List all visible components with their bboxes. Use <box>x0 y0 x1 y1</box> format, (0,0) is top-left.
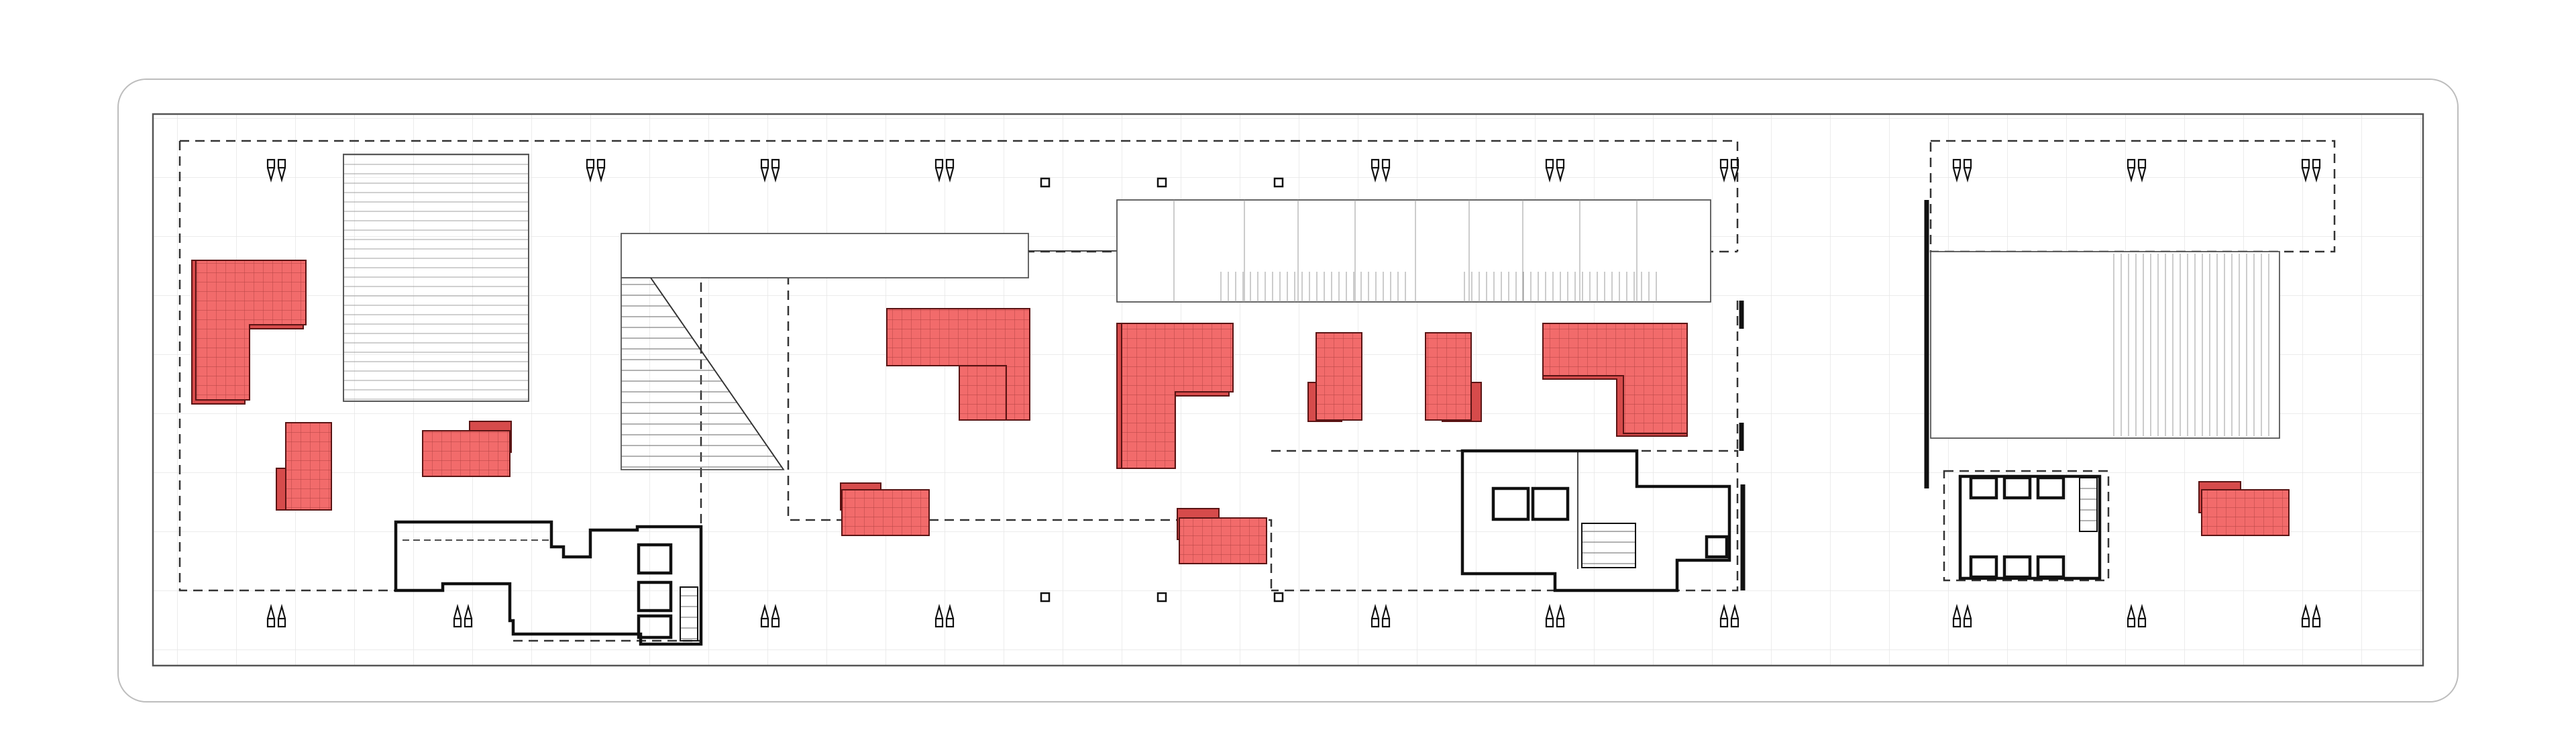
square-marker <box>1273 177 1284 188</box>
square-marker <box>1040 177 1051 188</box>
column-marker <box>1371 158 1391 183</box>
furniture-block <box>1116 323 1234 469</box>
wall-lines <box>1739 200 1929 590</box>
furniture-block <box>1307 332 1362 422</box>
furniture-block <box>422 421 512 477</box>
column-marker <box>1952 158 1972 183</box>
square-markers <box>1040 177 1284 603</box>
square-marker <box>1157 592 1167 603</box>
seating-zone-left <box>343 154 529 402</box>
column-marker <box>453 603 473 628</box>
furniture-block <box>276 422 332 511</box>
corridor-strip <box>621 233 1029 278</box>
column-marker <box>266 603 286 628</box>
column-marker <box>1545 603 1565 628</box>
column-marker <box>2127 603 2147 628</box>
furniture-block <box>886 308 1030 421</box>
furniture-block <box>2198 481 2290 536</box>
column-marker <box>1719 158 1739 183</box>
square-marker <box>1157 177 1167 188</box>
column-marker <box>2127 158 2147 183</box>
furniture-block <box>191 260 307 405</box>
outlined-zones <box>343 154 2280 439</box>
furniture-block <box>1425 332 1482 422</box>
core-left <box>394 520 703 646</box>
square-marker <box>1273 592 1284 603</box>
boundary-right-zone <box>1929 140 2336 253</box>
core-center <box>1460 449 1731 592</box>
furniture-block <box>1177 508 1267 564</box>
column-marker <box>1719 603 1739 628</box>
column-marker <box>2301 603 2321 628</box>
core-right <box>1958 474 2102 580</box>
column-marker <box>266 158 286 183</box>
site-border <box>152 113 2424 667</box>
column-marker <box>760 158 780 183</box>
furniture-blocks <box>191 260 2290 564</box>
stair-wedge <box>621 277 788 470</box>
column-marker <box>1952 603 1972 628</box>
building-cores <box>394 449 2102 646</box>
column-markers <box>266 158 2321 628</box>
furniture-block <box>1542 323 1688 437</box>
square-marker <box>1040 592 1051 603</box>
column-marker <box>934 603 955 628</box>
column-marker <box>586 158 606 183</box>
column-marker <box>934 158 955 183</box>
column-marker <box>760 603 780 628</box>
column-marker <box>2301 158 2321 183</box>
furniture-block <box>840 482 930 536</box>
column-marker <box>1545 158 1565 183</box>
column-marker <box>1371 603 1391 628</box>
